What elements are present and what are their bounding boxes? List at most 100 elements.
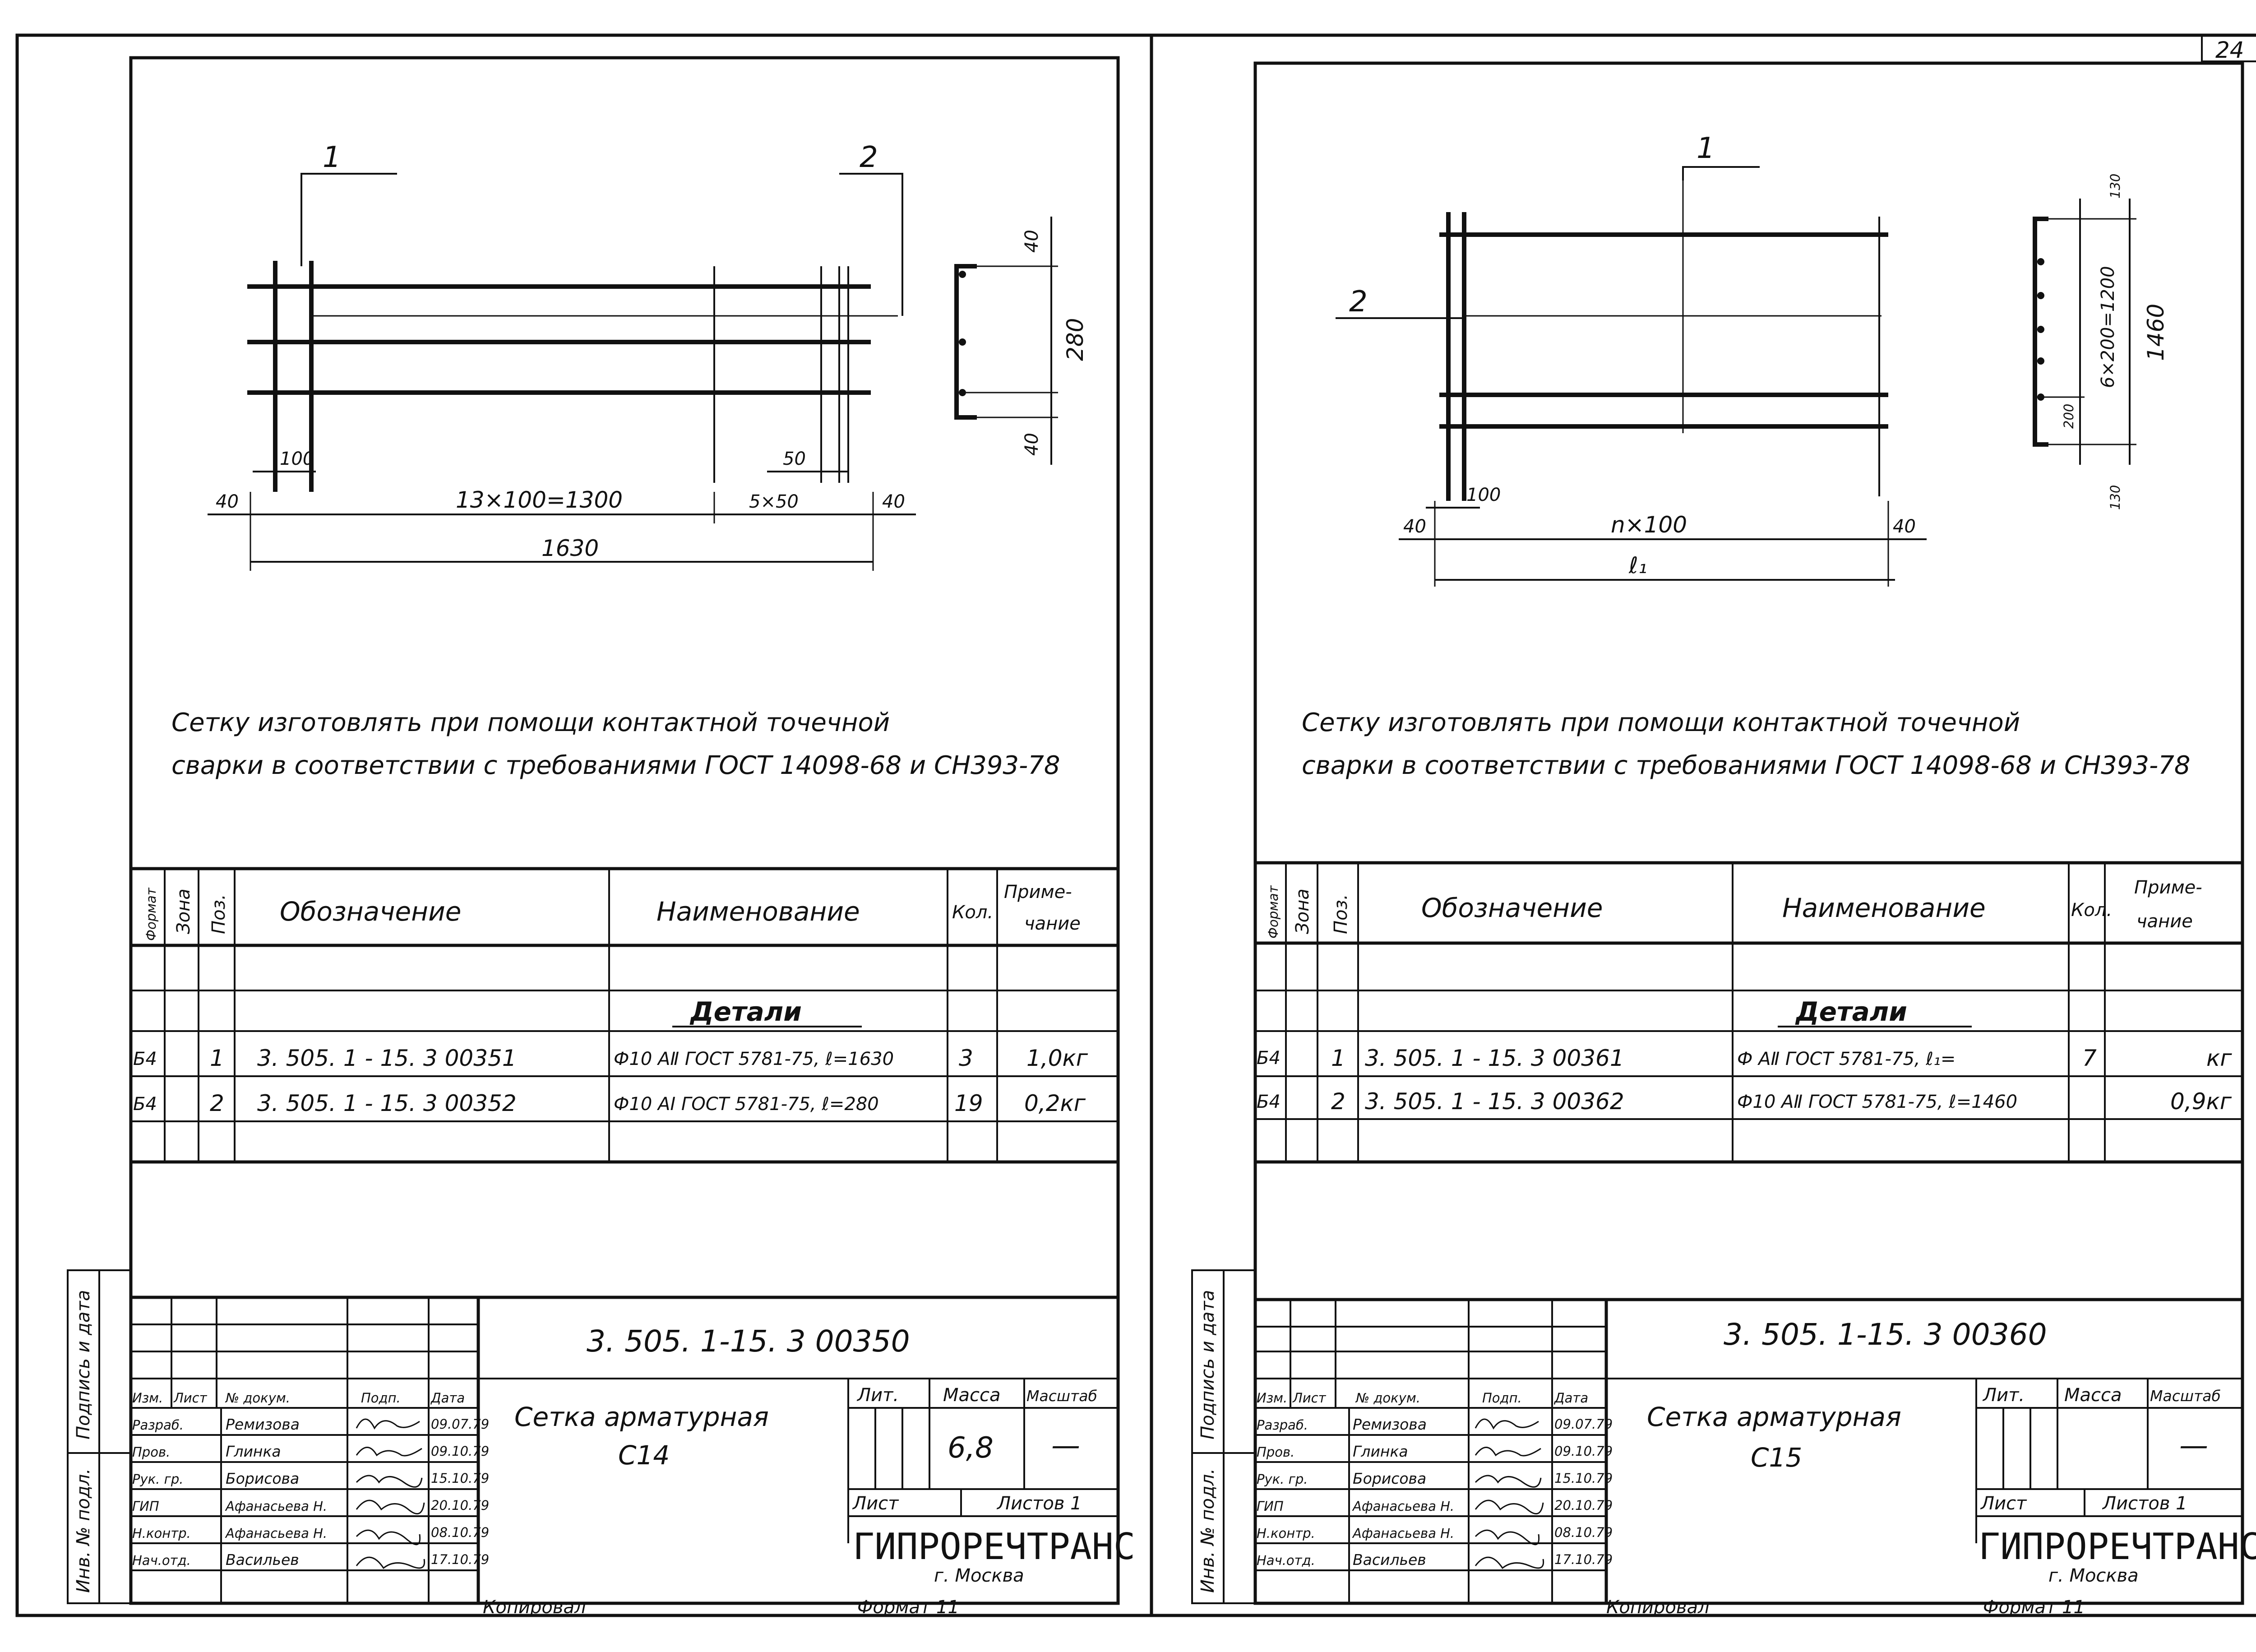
sig-header: Подп. [1482, 1390, 1522, 1406]
dim-main: 13×100=1300 [456, 487, 623, 513]
side-stamp-inv: Инв. № подл. [1197, 1468, 1218, 1593]
spec-header-zone: Зона [1292, 888, 1313, 934]
spec-row-designation: 3. 505. 1 - 15. 3 00352 [257, 1090, 517, 1116]
leader-2 [839, 173, 903, 316]
spec-row-format: Б4 [133, 1094, 157, 1115]
dim-right: 40 [882, 491, 905, 512]
sig-header: Подп. [361, 1390, 401, 1406]
sig-role: ГИП [1257, 1499, 1284, 1514]
drawing-name-line2: С14 [618, 1440, 670, 1471]
spec-row: Б4 2 3. 505. 1 - 15. 3 00362 Ф10 АⅡ ГОСТ… [1257, 1088, 2232, 1115]
sig-name: Афанасьева Н. [225, 1499, 327, 1514]
spec-table: Формат Зона Поз. Обозначение Наименовани… [131, 867, 1118, 1164]
dim-left: 40 [216, 491, 239, 512]
spec-table: Формат Зона Поз. Обозначение Наименовани… [1255, 861, 2242, 1164]
drawing-name-line1: Сетка арматурная [1647, 1402, 1901, 1432]
section-dim-top: 130 [2108, 174, 2123, 199]
section-dim-top: 40 [1022, 230, 1042, 253]
sheets-count: Листов 1 [996, 1493, 1082, 1514]
spec-header-note-1: Приме- [2134, 877, 2202, 898]
spec-row-note: 0,2кг [1024, 1090, 1086, 1116]
spec-row-pos: 1 [210, 1045, 224, 1071]
spec-row-name: Ф10 АⅡ ГОСТ 5781-75, ℓ=1630 [614, 1049, 894, 1069]
organization-city: г. Москва [2048, 1565, 2139, 1586]
spec-header-qty: Кол. [952, 902, 993, 923]
sig-name: Васильев [226, 1551, 299, 1569]
dim-main: n×100 [1611, 512, 1687, 538]
sig-date: 15.10.79 [1554, 1471, 1613, 1486]
spec-row-name: Ф10 АⅠ ГОСТ 5781-75, ℓ=280 [614, 1094, 879, 1115]
spec-header-designation: Обозначение [1421, 893, 1603, 923]
dim-pitch: 100 [280, 449, 314, 469]
sig-role: Нач.отд. [132, 1553, 191, 1568]
spec-row: Б4 1 3. 505. 1 - 15. 3 00361 Ф АⅡ ГОСТ 5… [1257, 1045, 2232, 1071]
spec-header-qty: Кол. [2071, 900, 2112, 921]
spec-row-qty: 3 [959, 1045, 973, 1071]
sig-date: 09.07.79 [431, 1416, 489, 1432]
section-dim-bot: 130 [2108, 485, 2123, 510]
dim-total: ℓ₁ [1628, 552, 1647, 578]
spec-section-title: Детали [689, 996, 802, 1027]
document-code: 3. 505. 1-15. 3 00350 [587, 1324, 910, 1359]
sig-role: Рук. гр. [1257, 1472, 1308, 1487]
spec-header-zone: Зона [173, 888, 194, 934]
spec-row-designation: 3. 505. 1 - 15. 3 00361 [1365, 1045, 1624, 1071]
title-block: Изм. Лист № докум. Подп. Дата Разраб. Ре… [131, 1296, 1135, 1603]
spec-row-qty: 7 [2082, 1045, 2097, 1071]
sig-header: № докум. [225, 1390, 290, 1406]
sig-role: Разраб. [132, 1417, 184, 1433]
sheets-count: Листов 1 [2102, 1493, 2187, 1514]
sig-date: 09.07.79 [1554, 1416, 1613, 1432]
fabrication-note-line2: сварки в соответствии с требованиями ГОС… [1302, 751, 2191, 780]
section-dim-pitch: 200 [2061, 404, 2076, 429]
leader-2-label: 2 [860, 141, 878, 174]
copied-by-label: Копировал [1606, 1597, 1710, 1618]
leader-1 [1682, 166, 1760, 180]
side-stamp-inv: Инв. № подл. [73, 1468, 94, 1593]
sig-name: Афанасьева Н. [1352, 1499, 1454, 1514]
dim-left: 40 [1403, 516, 1426, 537]
sig-header: Дата [430, 1390, 465, 1406]
mass-value: 6,8 [948, 1431, 994, 1465]
scale-value: — [2179, 1429, 2208, 1462]
title-block: Изм. Лист № докум. Подп. Дата Разраб. Ре… [1255, 1298, 2256, 1603]
side-stamp-sig: Подпись и дата [73, 1290, 94, 1439]
sig-date: 17.10.79 [431, 1552, 489, 1567]
spec-row: Б4 2 3. 505. 1 - 15. 3 00352 Ф10 АⅠ ГОСТ… [133, 1090, 1086, 1116]
sheet-left: 1 2 100 50 40 13×100=1300 5×50 40 1630 [67, 56, 1135, 1618]
section-dim-total: 1460 [2143, 304, 2169, 361]
section-dim-mid: 280 [1062, 318, 1088, 361]
spec-row-pos: 2 [1331, 1088, 1345, 1115]
spec-header-pos: Поз. [1331, 894, 1351, 934]
sig-role: Н.контр. [132, 1526, 191, 1541]
sig-date: 15.10.79 [431, 1471, 489, 1486]
spec-row-designation: 3. 505. 1 - 15. 3 00362 [1365, 1088, 1624, 1115]
spec-header-name: Наименование [1782, 893, 1986, 923]
spec-header-pos: Поз. [208, 894, 229, 934]
sig-date: 09.10.79 [1554, 1444, 1613, 1459]
sig-role: Разраб. [1257, 1417, 1308, 1433]
outer-border [15, 33, 2256, 1617]
spec-row: Б4 1 3. 505. 1 - 15. 3 00351 Ф10 АⅡ ГОСТ… [133, 1045, 1088, 1071]
sig-role: Рук. гр. [132, 1472, 183, 1487]
format-label: Формат 11 [1983, 1597, 2085, 1618]
spec-header-note-1: Приме- [1004, 882, 1072, 902]
dim-right: 40 [1893, 516, 1916, 537]
spec-header-note-2: чание [2136, 911, 2193, 932]
dim-total: 1630 [541, 535, 599, 561]
sig-date: 08.10.79 [1554, 1525, 1613, 1540]
lit-label: Лит. [1982, 1385, 2025, 1406]
spec-row-qty: 19 [954, 1090, 983, 1116]
fabrication-note-line1: Сетку изготовлять при помощи контактной … [171, 708, 890, 737]
sig-name: Ремизова [226, 1416, 300, 1433]
sheet-right-frame [1253, 61, 2244, 1605]
sig-name: Борисова [226, 1470, 299, 1487]
leader-1-label: 1 [323, 141, 341, 174]
copied-by-label: Копировал [483, 1597, 586, 1618]
spec-row-pos: 2 [210, 1090, 224, 1116]
spec-row-name: Ф АⅡ ГОСТ 5781-75, ℓ₁= [1737, 1049, 1956, 1069]
spec-header-designation: Обозначение [280, 896, 461, 927]
sig-header: Изм. [1257, 1390, 1287, 1406]
page-number-box: 24 [2201, 34, 2256, 63]
spec-row-name: Ф10 АⅡ ГОСТ 5781-75, ℓ=1460 [1737, 1092, 2017, 1112]
